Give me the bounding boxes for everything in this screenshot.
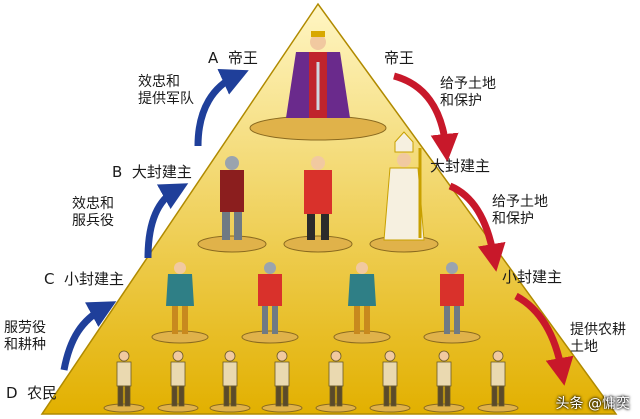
level-a-letter: A [208, 49, 219, 67]
great-lord-knight-figure [220, 156, 244, 240]
level-c-name: 小封建主 [64, 270, 125, 288]
level-a-name: 帝王 [227, 49, 258, 67]
level-c-label: C 小封建主 [44, 270, 124, 288]
lesser-lord-figure [348, 262, 376, 334]
red-arrow-c-to-d [514, 292, 574, 386]
level-b-letter: B [112, 163, 123, 181]
king-platform [249, 115, 387, 141]
level-d-label: D 农民 [6, 384, 57, 402]
level-c-letter: C [44, 270, 55, 288]
lesser-lords-platforms [151, 330, 481, 344]
level-b-label: B 大封建主 [112, 163, 192, 181]
peasants-platforms [103, 403, 519, 413]
right-caption-2: 给予土地 和保护 [492, 194, 548, 227]
lesser-lord-figure [166, 262, 194, 334]
right-caption-3: 提供农耕 土地 [570, 322, 626, 355]
great-lord-bishop-figure [383, 131, 425, 241]
peasant-figures [116, 350, 506, 407]
left-caption-1: 效忠和 提供军队 [138, 74, 194, 107]
level-b-name: 大封建主 [131, 163, 192, 181]
right-label-great-lord: 大封建主 [430, 157, 491, 175]
king-figure [286, 31, 350, 118]
red-arrow-b-to-c [448, 182, 506, 272]
right-label-lesser-lord: 小封建主 [502, 268, 563, 286]
left-caption-2: 效忠和 服兵役 [72, 196, 114, 229]
watermark: 头条 @慵奕 [555, 396, 630, 412]
level-a-label: A 帝王 [208, 49, 258, 67]
right-caption-1: 给予土地 和保护 [440, 76, 496, 109]
blue-arrow-d-to-c [60, 301, 117, 371]
level-d-letter: D [6, 384, 18, 402]
lesser-lord-figure [440, 262, 464, 334]
great-lord-noble-figure [304, 156, 332, 240]
blue-arrow-b-to-a [194, 69, 249, 147]
right-label-king: 帝王 [384, 49, 415, 67]
lesser-lord-figure [258, 262, 282, 334]
level-d-name: 农民 [27, 384, 58, 402]
red-arrow-a-to-b [392, 72, 459, 162]
left-caption-3: 服劳役 和耕种 [4, 320, 46, 353]
blue-arrow-c-to-b [144, 183, 189, 259]
